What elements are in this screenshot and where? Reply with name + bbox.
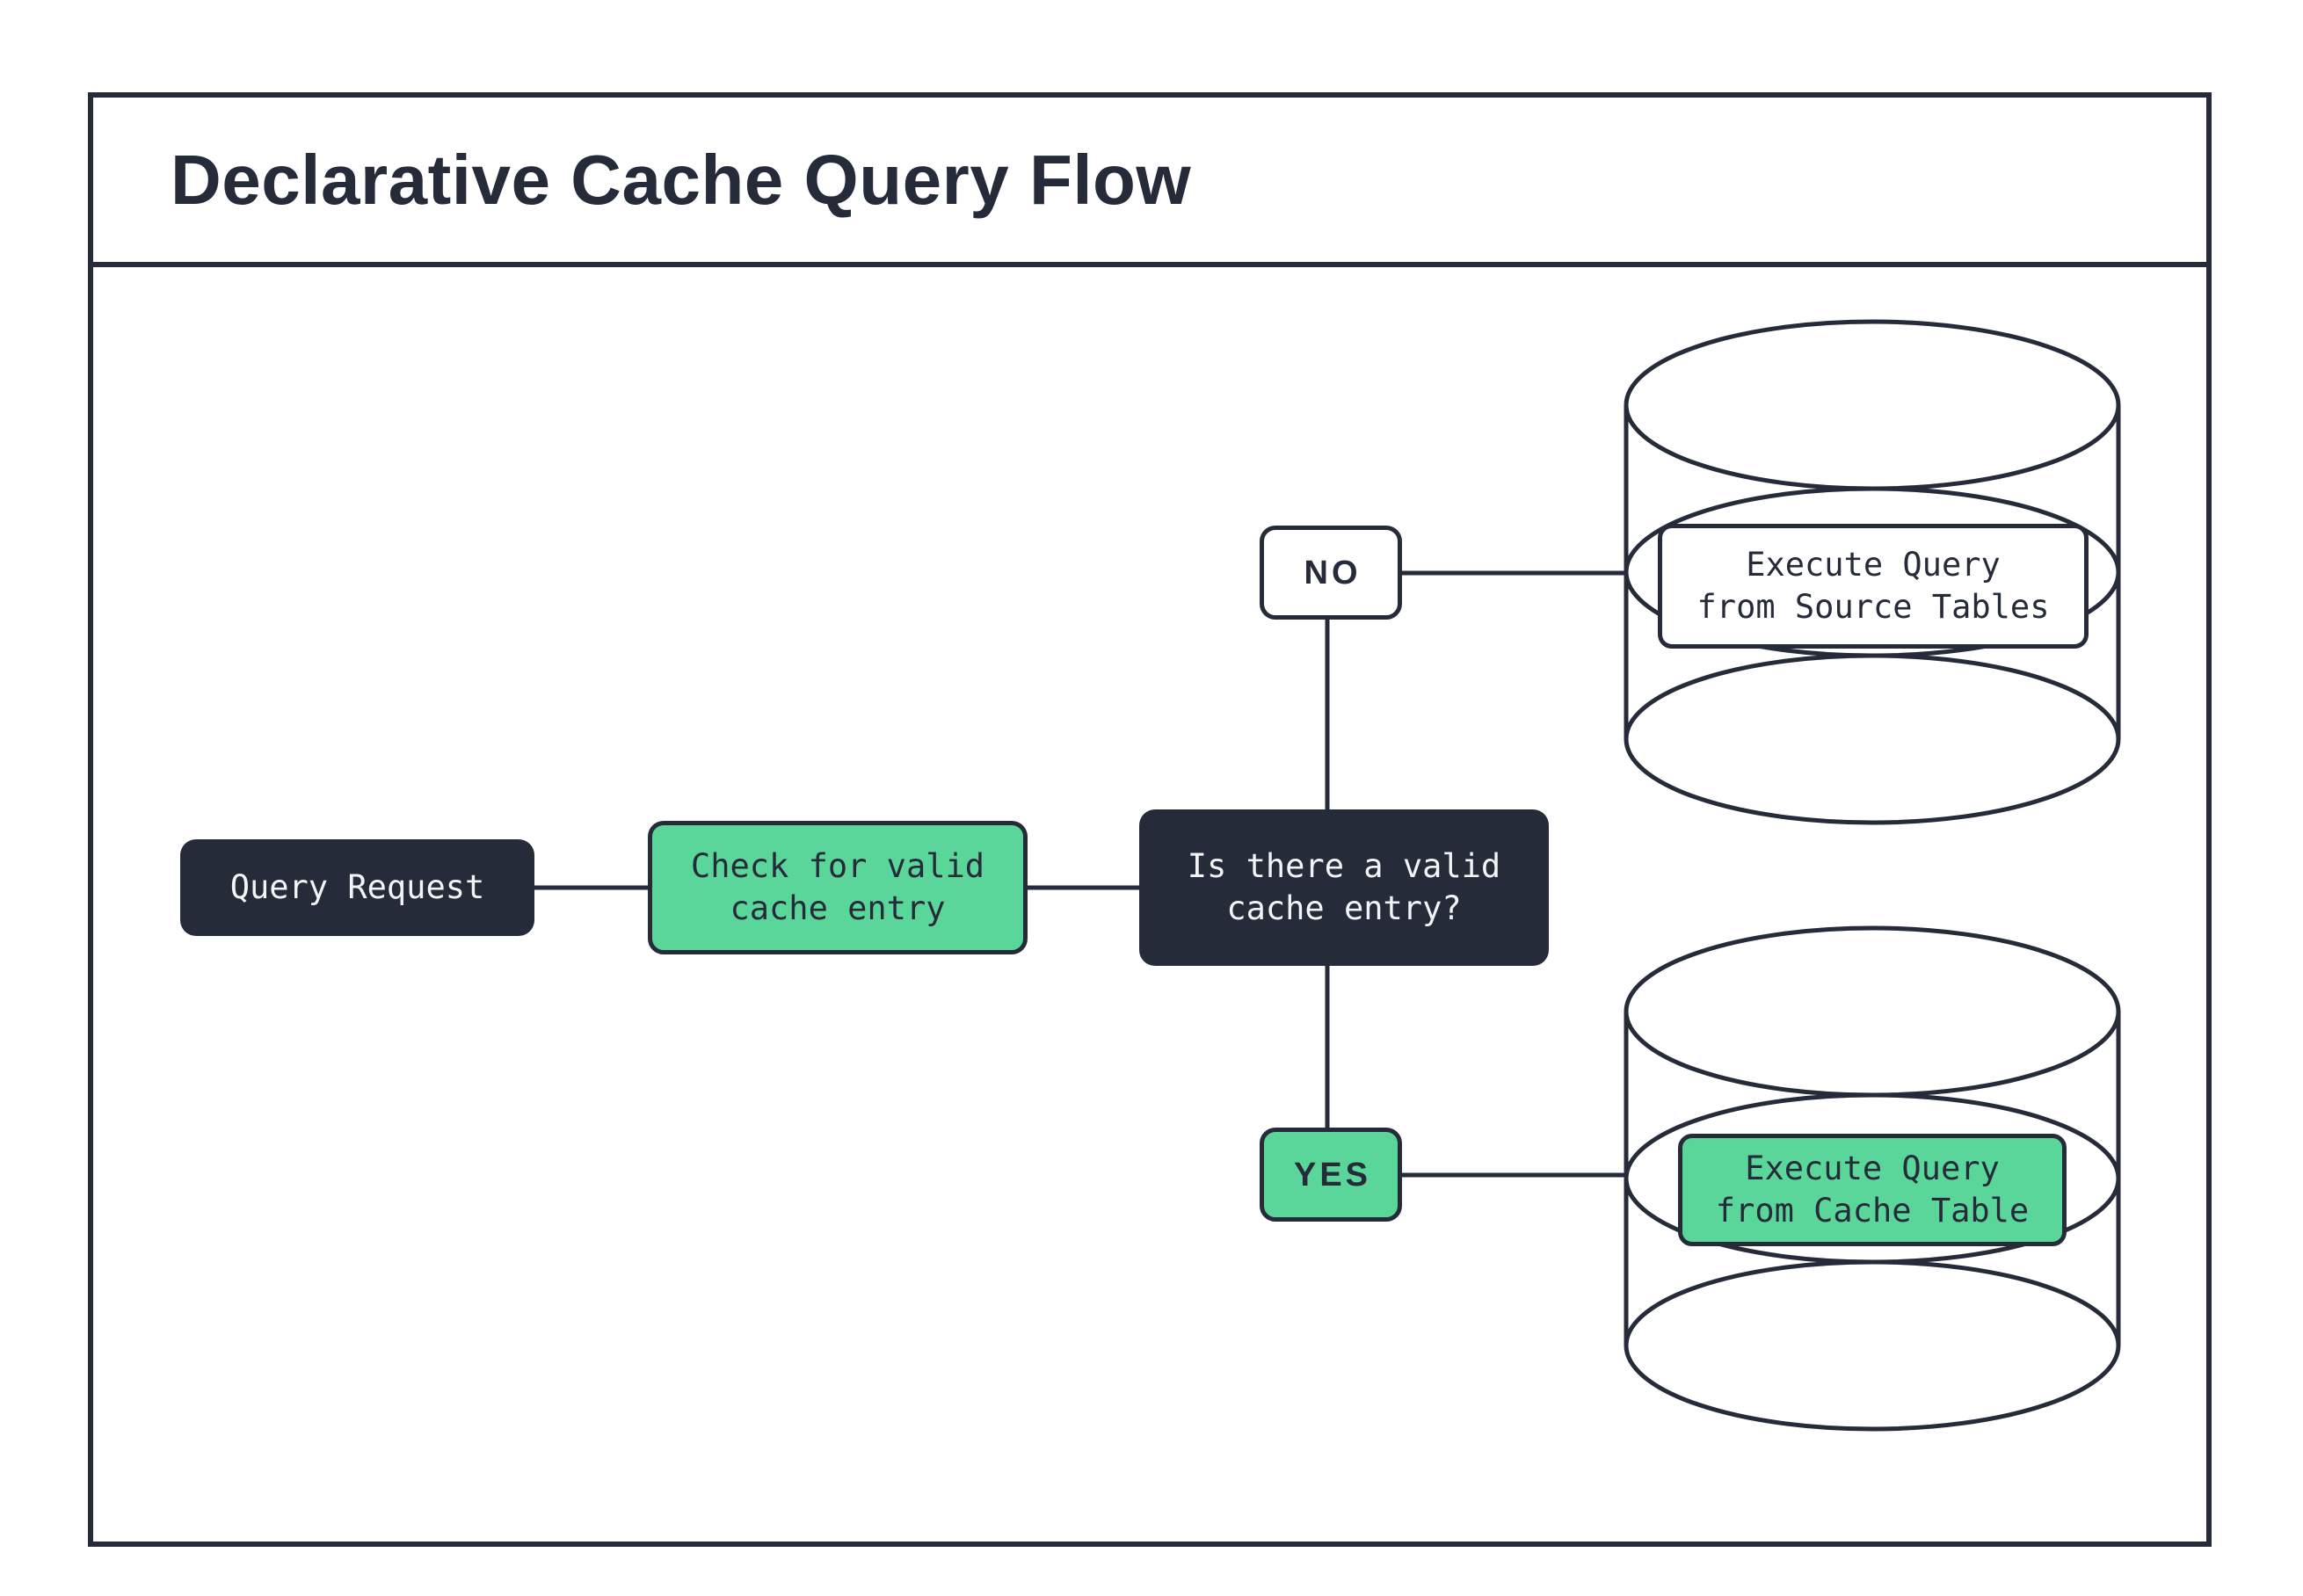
node-query-request: Query Request	[180, 839, 534, 936]
node-check-valid-cache-entry: Check for valid cache entry	[648, 821, 1028, 954]
diagram-title: Declarative Cache Query Flow	[171, 140, 1192, 219]
node-execute-query-cache-table: Execute Query from Cache Table	[1678, 1134, 2067, 1246]
title-bar: Declarative Cache Query Flow	[93, 98, 2206, 267]
node-branch-yes: YES	[1260, 1128, 1402, 1222]
node-branch-no: NO	[1260, 526, 1402, 620]
diagram-frame: Declarative Cache Query Flow	[88, 92, 2212, 1547]
node-execute-query-source-tables: Execute Query from Source Tables	[1658, 524, 2089, 649]
node-decision-valid-cache-entry: Is there a valid cache entry?	[1139, 809, 1549, 966]
